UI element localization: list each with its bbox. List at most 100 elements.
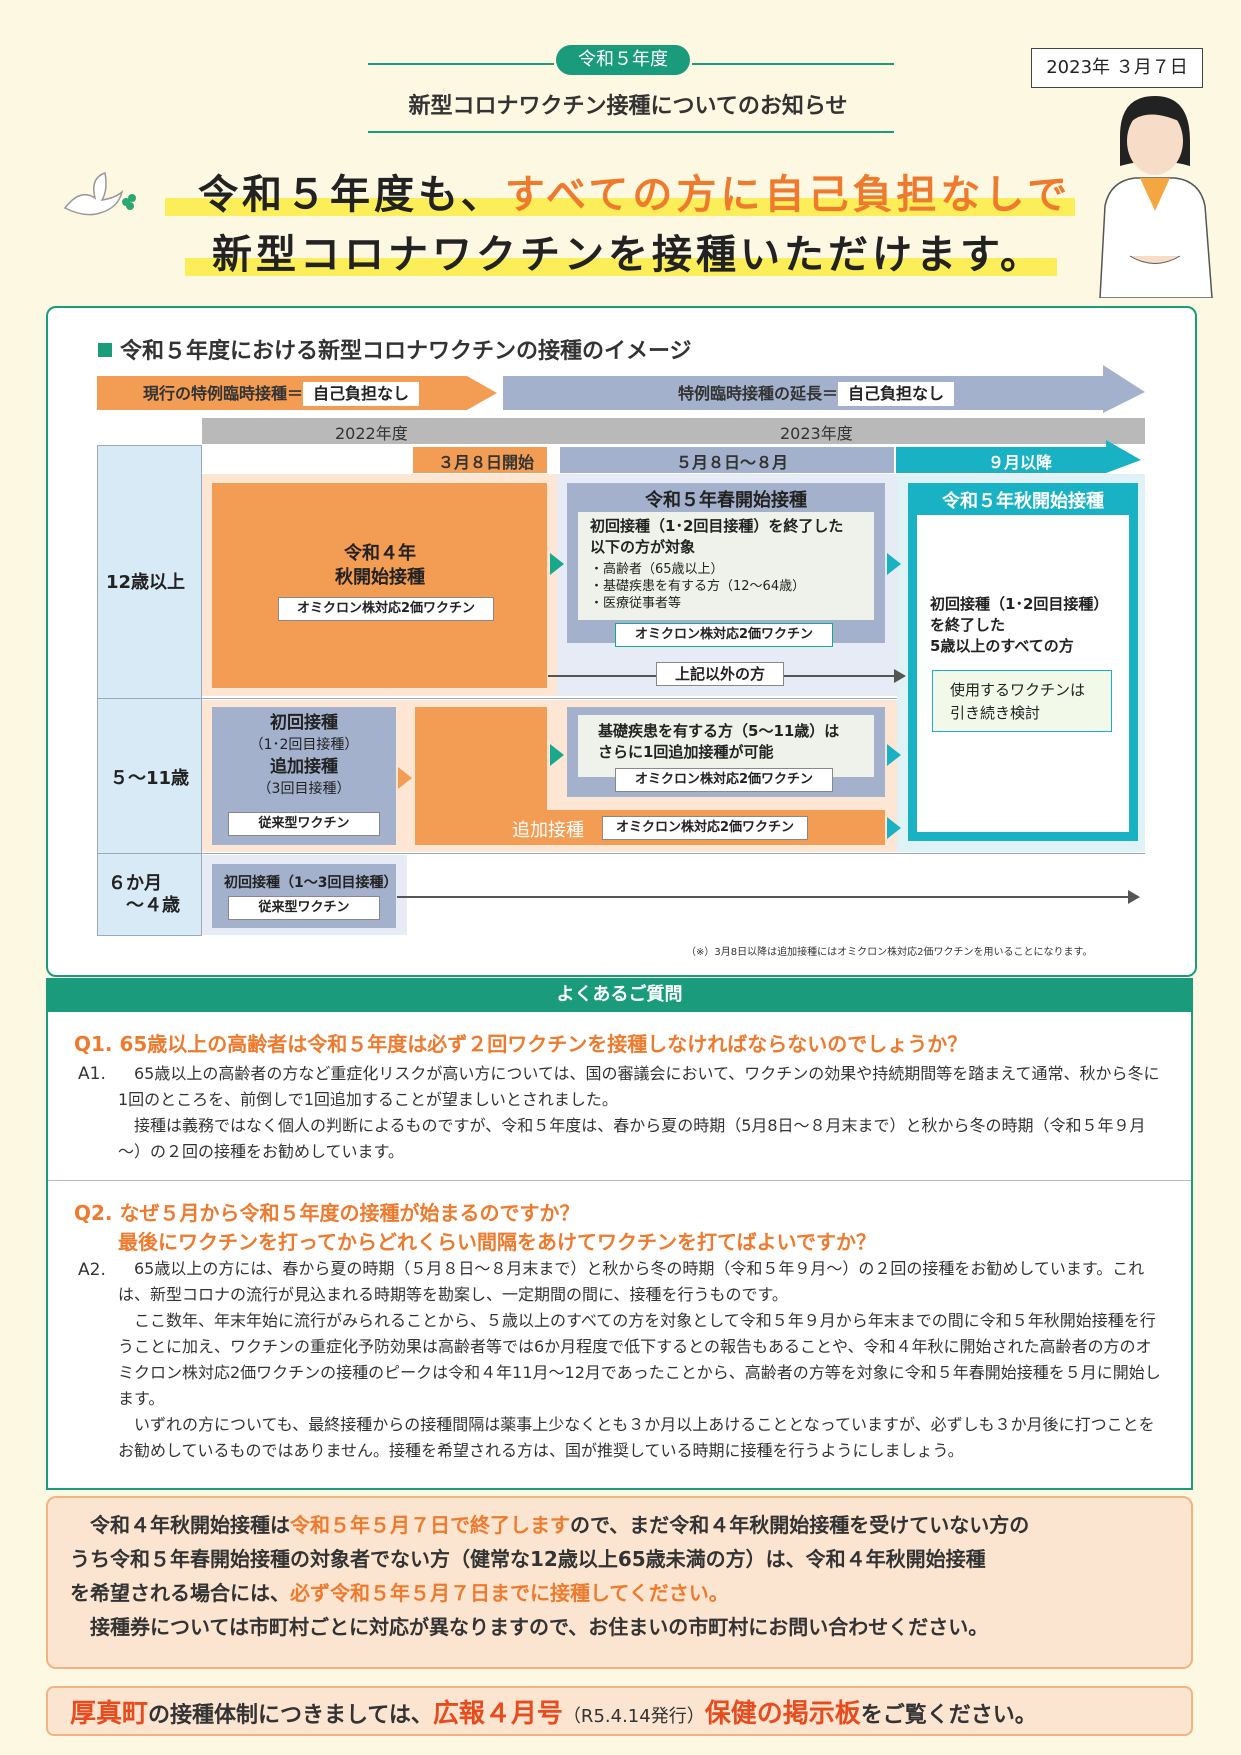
arrow-head-icon bbox=[1128, 890, 1140, 904]
doctor-illustration bbox=[1099, 96, 1213, 298]
notice-line-1: 令和４年秋開始接種は令和５年５月７日で終了しますので、まだ令和４年秋開始接種を受… bbox=[70, 1508, 1170, 1542]
footer-t2: （R5.4.14発行） bbox=[562, 1706, 705, 1727]
extension-period-label: 特例臨時接種の延長＝自己負担なし bbox=[678, 380, 955, 406]
faq-question-2-line-2: 最後にワクチンを打ってからどれくらい間隔をあけてワクチンを打てばよいですか？ bbox=[118, 1230, 876, 1254]
other-label: 上記以外の方 bbox=[656, 662, 784, 686]
headline-line-1-prefix: 令和５年度も、 bbox=[198, 172, 505, 218]
arrow-right-icon bbox=[887, 817, 901, 839]
r2-booster-shape bbox=[415, 707, 885, 845]
r2-initial-sub: （1･2回目接種） bbox=[249, 737, 359, 753]
current-period-tag: 自己負担なし bbox=[303, 382, 420, 406]
faq-heading: よくあるご質問 bbox=[46, 978, 1193, 1012]
notice-line-1-a: 令和４年秋開始接種は bbox=[90, 1513, 290, 1537]
dove-icon bbox=[63, 172, 136, 216]
autumn-title: 令和５年秋開始接種 bbox=[942, 491, 1104, 512]
notice-line-1-b: 令和５年５月７日で終了します bbox=[290, 1513, 570, 1537]
headline-line-1: 令和５年度も、すべての方に自己負担なしで bbox=[198, 162, 1071, 220]
spring-desc: 初回接種（1･2回目接種）を終了した 以下の方が対象 bbox=[590, 517, 844, 556]
extension-period-arrow bbox=[503, 365, 1145, 413]
diagram-footnote: （※）3月8日以降は追加接種にはオミクロン株対応2価ワクチンを用いることになりま… bbox=[686, 947, 1093, 958]
faq-answer-1-p1: 65歳以上の高齢者の方など重症化リスクが高い方については、国の審議会において、ワ… bbox=[118, 1064, 1160, 1109]
notice-box bbox=[46, 1496, 1193, 1669]
r2-booster-title: 追加接種 bbox=[270, 757, 338, 777]
issue-date: 2023年 ３月７日 bbox=[1031, 48, 1203, 88]
headline-line-2: 新型コロナワクチンを接種いただけます。 bbox=[212, 232, 1044, 278]
extension-period-text: 特例臨時接種の延長＝ bbox=[678, 384, 839, 403]
r3-initial-tag: 従来型ワクチン bbox=[228, 896, 380, 920]
notice-line-3-a: を希望される場合には、 bbox=[70, 1581, 290, 1605]
row-divider-1 bbox=[97, 698, 1145, 699]
faq-divider bbox=[48, 1180, 1191, 1181]
faq-question-2-line-1: Q2. なぜ５月から令和５年度の接種が始まるのですか？ bbox=[74, 1201, 580, 1225]
r2-spring-inner bbox=[578, 715, 874, 777]
notice-line-3: を希望される場合には、必ず令和５年５月７日までに接種してください。 bbox=[70, 1576, 1170, 1610]
row-label-5to11: ５～11歳 bbox=[110, 768, 190, 789]
r1-fall-tag: オミクロン株対応2価ワクチン bbox=[278, 597, 494, 621]
r3-initial-label: 初回接種（1～3回目接種） bbox=[224, 875, 398, 891]
faq-answer-2-p2: ここ数年、年末年始に流行がみられることから、５歳以上のすべての方を対象として令和… bbox=[118, 1311, 1161, 1408]
row-label-column bbox=[97, 445, 202, 936]
footer-koho: 広報４月号 bbox=[432, 1699, 563, 1729]
r2-spring-tag: オミクロン株対応2価ワクチン bbox=[615, 768, 833, 792]
autumn-box bbox=[908, 483, 1138, 841]
footer-t1: の接種体制につきましては、 bbox=[148, 1703, 433, 1728]
notice-line-3-b: 必ず令和５年５月７日までに接種してください。 bbox=[290, 1581, 729, 1605]
faq-panel bbox=[46, 978, 1193, 1490]
arrow-right-icon bbox=[887, 744, 901, 766]
r2-initial-title: 初回接種 bbox=[270, 713, 338, 733]
faq-answer-2: 65歳以上の方には、春から夏の時期（５月８日～８月末まで）と秋から冬の時期（令和… bbox=[118, 1256, 1164, 1464]
row-label-6mto4: ６か月 ～４歳 bbox=[108, 873, 180, 916]
notice-line-4: 接種券については市町村ごとに対応が異なりますので、お住まいの市町村にお問い合わせ… bbox=[90, 1615, 989, 1639]
notice-text: 令和４年秋開始接種は令和５年５月７日で終了しますので、まだ令和４年秋開始接種を受… bbox=[70, 1508, 1170, 1644]
header-rule-bottom bbox=[368, 131, 894, 133]
period-header-may bbox=[560, 447, 894, 473]
row-label-12plus: 12歳以上 bbox=[106, 572, 186, 593]
r2-initial-label: 初回接種 （1･2回目接種） 追加接種 （3回目接種） bbox=[212, 712, 396, 800]
footer-board: 保健の掲示板 bbox=[704, 1699, 861, 1729]
footer-text: 厚真町の接種体制につきましては、広報４月号（R5.4.14発行）保健の掲示板をご… bbox=[70, 1693, 1037, 1730]
r2-booster-sub: （3回目接種） bbox=[257, 781, 351, 797]
year-2023-label: 2023年度 bbox=[780, 424, 853, 443]
extension-period-tag: 自己負担なし bbox=[838, 382, 955, 406]
footer-town: 厚真町 bbox=[70, 1699, 149, 1729]
period-may-label: ５月８日～８月 bbox=[676, 453, 789, 472]
r2-booster-label: 追加接種 bbox=[512, 820, 584, 841]
period-sep-label: ９月以降 bbox=[988, 453, 1053, 472]
faq-answer-1-p2: 接種は義務ではなく個人の判断によるものですが、令和５年度は、春から夏の時期（5月… bbox=[118, 1116, 1146, 1161]
r1-fall-box bbox=[212, 483, 547, 688]
header-rule-top-left bbox=[368, 63, 554, 65]
header-rule-top-right bbox=[692, 63, 894, 65]
arrow-right-icon bbox=[550, 553, 564, 575]
faq-answer-2-p3: いずれの方についても、最終接種からの接種間隔は薬事上少なくとも３か月以上あけるこ… bbox=[118, 1415, 1155, 1460]
fiscal-year-badge: 令和５年度 bbox=[556, 45, 690, 75]
spring-list: ・高齢者（65歳以上） ・基礎疾患を有する方（12～64歳） ・医療従事者等 bbox=[590, 562, 806, 611]
arrow-head-icon bbox=[894, 669, 906, 683]
arrow-right-icon bbox=[398, 767, 412, 789]
r2-booster-tag: オミクロン株対応2価ワクチン bbox=[602, 816, 808, 840]
r1-fall-label: 令和４年 秋開始接種 bbox=[335, 543, 425, 588]
row-divider-2 bbox=[97, 853, 1145, 854]
square-bullet-icon bbox=[98, 343, 112, 357]
current-period-text: 現行の特例臨時接種＝ bbox=[143, 384, 304, 403]
period-header-sep bbox=[896, 440, 1141, 473]
footer-t3: をご覧ください。 bbox=[860, 1703, 1037, 1728]
headline-highlight-1 bbox=[165, 198, 1075, 216]
footer-box bbox=[46, 1686, 1193, 1736]
faq-question-1: Q1. 65歳以上の高齢者は令和５年度は必ず２回ワクチンを接種しなければならない… bbox=[74, 1032, 968, 1056]
current-period-label: 現行の特例臨時接種＝自己負担なし bbox=[143, 380, 420, 406]
autumn-vaccine-text: 使用するワクチンは 引き続き検討 bbox=[950, 681, 1086, 722]
headline-highlight-2 bbox=[185, 258, 1057, 276]
faq-answer-1: 65歳以上の高齢者の方など重症化リスクが高い方については、国の審議会において、ワ… bbox=[118, 1061, 1164, 1165]
page-title: 新型コロナワクチン接種についてのお知らせ bbox=[408, 94, 848, 119]
notice-line-2: うち令和５年春開始接種の対象者でない方（健常な12歳以上65歳未満の方）は、令和… bbox=[70, 1547, 986, 1571]
r3-arrow-line bbox=[397, 896, 1130, 898]
diagram-title-text: 令和５年度における新型コロナワクチンの接種のイメージ bbox=[120, 339, 692, 364]
year-2022-label: 2022年度 bbox=[335, 424, 408, 443]
autumn-title-bar bbox=[908, 483, 1138, 515]
arrow-right-icon bbox=[550, 744, 564, 766]
year-bar bbox=[202, 418, 1145, 444]
autumn-desc: 初回接種（1･2回目接種） を終了した 5歳以上のすべての方 bbox=[930, 595, 1109, 655]
faq-answer-2-p1: 65歳以上の方には、春から夏の時期（５月８日～８月末まで）と秋から冬の時期（令和… bbox=[118, 1259, 1145, 1304]
spring-tag: オミクロン株対応2価ワクチン bbox=[615, 623, 833, 647]
period-header-mar8 bbox=[413, 447, 547, 473]
